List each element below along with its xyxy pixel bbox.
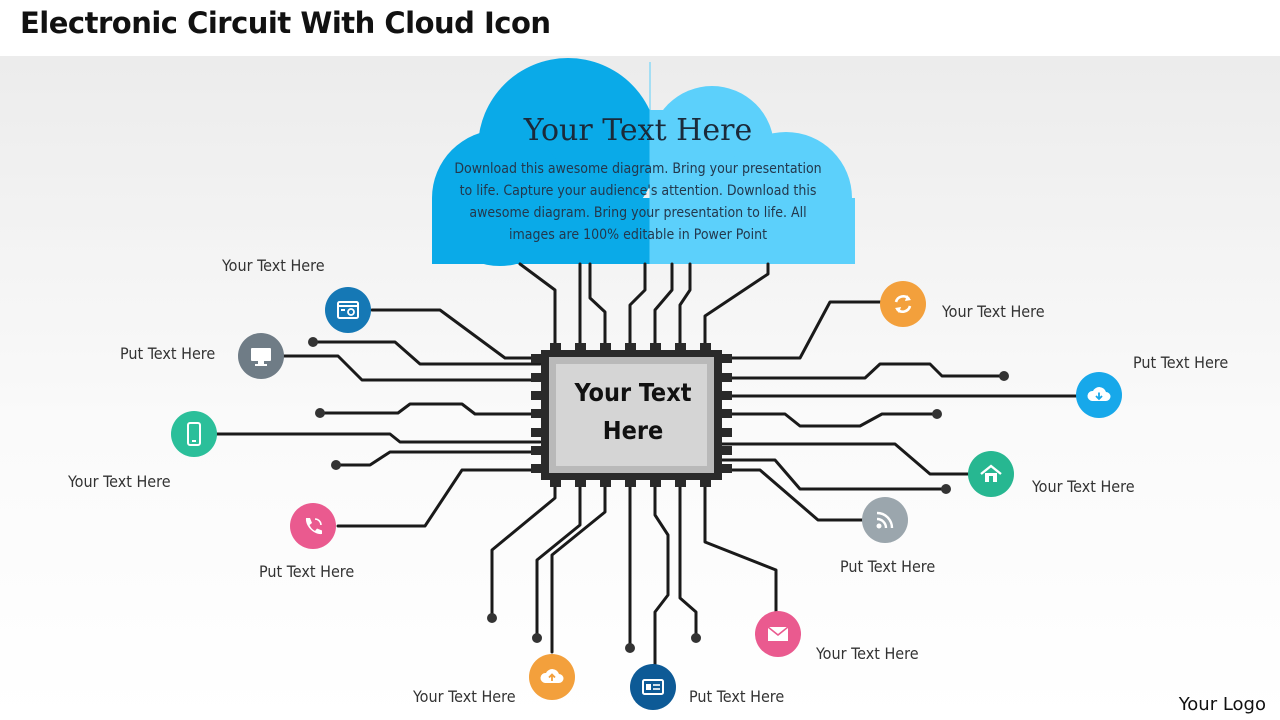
- id-card-icon: [630, 664, 676, 710]
- chip-label: Your Text Here: [563, 374, 703, 450]
- label-cloud-download: Put Text Here: [1133, 353, 1229, 372]
- phone-call-icon: [290, 503, 336, 549]
- cloud-upload-icon: [529, 654, 575, 700]
- label-refresh: Your Text Here: [942, 302, 1045, 321]
- monitor-icon: [238, 333, 284, 379]
- chip: [531, 343, 732, 487]
- label-phone-call: Put Text Here: [259, 562, 355, 581]
- label-rss-feed: Put Text Here: [840, 557, 936, 576]
- chip-label-line-1: Your Text: [574, 378, 692, 407]
- refresh-icon: [880, 281, 926, 327]
- cloud-title: Your Text Here: [523, 113, 753, 148]
- label-mobile-phone: Your Text Here: [68, 472, 171, 491]
- rss-feed-icon: [862, 497, 908, 543]
- label-browser-settings: Your Text Here: [222, 256, 325, 275]
- home-icon: [968, 451, 1014, 497]
- slide-title: Electronic Circuit With Cloud Icon: [20, 6, 551, 40]
- label-envelope: Your Text Here: [816, 644, 919, 663]
- logo-text: Your Logo: [1178, 694, 1266, 715]
- chip-label-line-2: Here: [602, 416, 664, 445]
- label-home: Your Text Here: [1032, 477, 1135, 496]
- mobile-phone-icon: [171, 411, 217, 457]
- trace-endpoints: [308, 337, 1009, 653]
- cloud-download-icon: [1076, 372, 1122, 418]
- browser-settings-icon: [325, 287, 371, 333]
- envelope-icon: [755, 611, 801, 657]
- cloud-body-text: Download this awesome diagram. Bring you…: [454, 161, 822, 243]
- label-id-card: Put Text Here: [689, 687, 785, 706]
- cloud-shape: [432, 58, 855, 266]
- circuit-traces: [214, 262, 1078, 667]
- label-cloud-upload: Your Text Here: [413, 687, 516, 706]
- chip-pins: [531, 343, 732, 487]
- label-monitor: Put Text Here: [120, 344, 216, 363]
